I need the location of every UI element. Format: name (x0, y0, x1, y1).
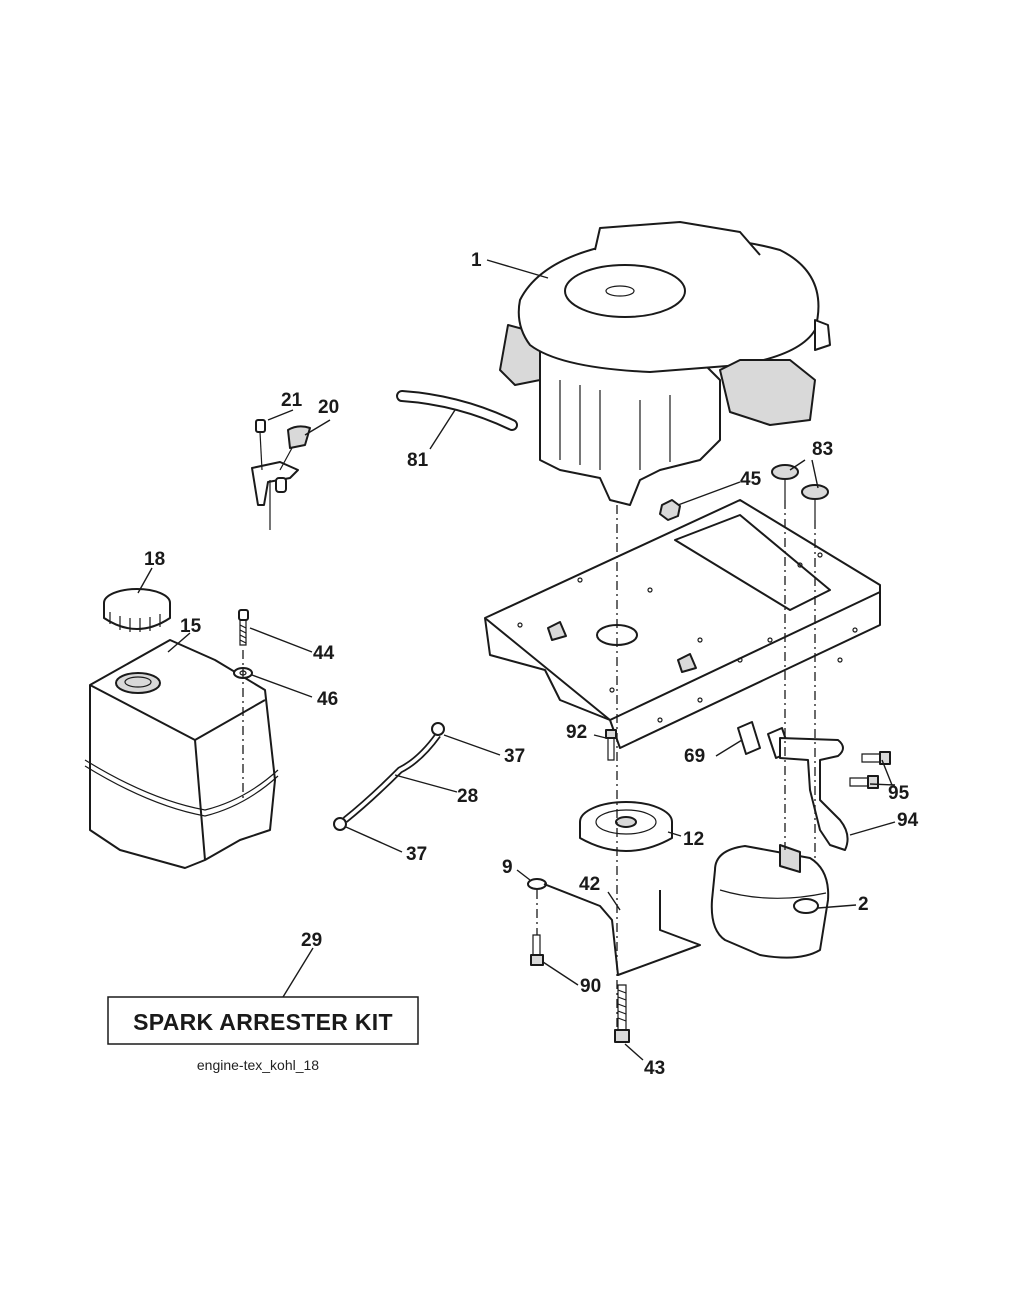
callout-95: 95 (888, 783, 910, 804)
callout-21: 21 (281, 390, 303, 411)
nut-45 (659, 499, 681, 521)
bolt-90 (530, 934, 544, 966)
callout-83: 83 (812, 439, 833, 460)
callout-94: 94 (897, 810, 919, 831)
engine (499, 221, 831, 506)
leader-lines (137, 259, 896, 1061)
spark-arrester-kit-box: SPARK ARRESTER KIT (107, 996, 419, 1045)
callout-92: 92 (566, 722, 587, 743)
callout-81: 81 (407, 450, 429, 471)
callout-2: 2 (858, 894, 869, 915)
callout-20: 20 (318, 397, 339, 418)
callout-37-upper: 37 (504, 746, 525, 767)
fuel-tank (84, 639, 279, 869)
callout-46: 46 (317, 689, 338, 710)
mount-holes (517, 552, 858, 723)
throttle-control (251, 419, 311, 530)
screw-44 (238, 609, 249, 646)
pulley-12 (579, 801, 673, 852)
bolt-43 (614, 984, 630, 1043)
callout-1: 1 (471, 250, 482, 271)
hose-28 (333, 722, 445, 831)
bolt-92 (605, 729, 617, 761)
spark-arrester-kit-label: SPARK ARRESTER KIT (133, 1009, 393, 1035)
callout-labels: 1 21 20 81 83 45 18 15 44 46 92 37 69 28… (144, 250, 919, 1079)
callout-12: 12 (683, 829, 704, 850)
bracket-rod-9 (527, 878, 701, 976)
callout-15: 15 (180, 616, 202, 637)
gas-cap (103, 588, 171, 632)
callout-29: 29 (301, 930, 322, 951)
fuel-line (396, 390, 518, 431)
callout-37-lower: 37 (406, 844, 427, 865)
callout-45: 45 (740, 469, 762, 490)
bolts-83 (771, 464, 829, 520)
centerlines (242, 500, 816, 1030)
callout-44: 44 (313, 643, 335, 664)
callout-28: 28 (457, 786, 478, 807)
callout-69: 69 (684, 746, 705, 767)
callout-42: 42 (579, 874, 600, 895)
callout-18: 18 (144, 549, 165, 570)
engine-mount-plate (484, 499, 881, 749)
callout-9: 9 (502, 857, 513, 878)
callout-90: 90 (580, 976, 601, 997)
muffler-2 (710, 844, 830, 959)
exhaust-pipe-94 (779, 737, 849, 851)
diagram-caption: engine-tex_kohl_18 (197, 1057, 319, 1073)
callout-43: 43 (644, 1058, 665, 1079)
bolts-95 (849, 751, 891, 789)
